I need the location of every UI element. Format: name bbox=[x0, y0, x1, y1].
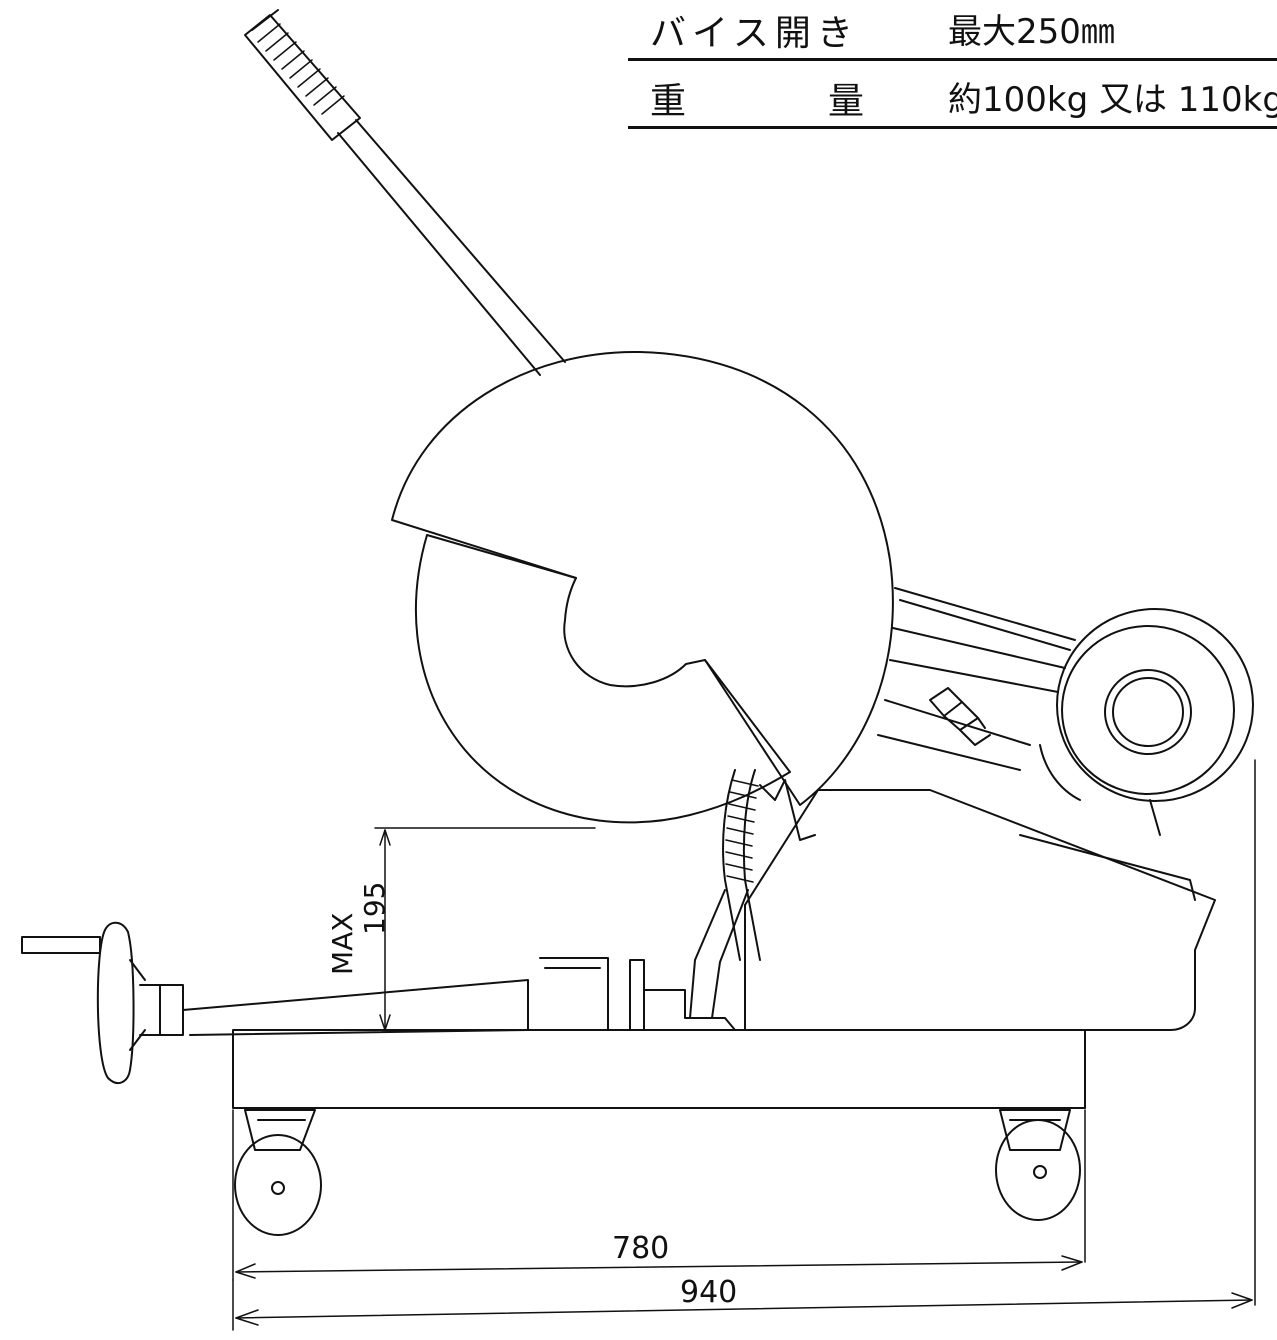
spec-row-vise-opening: バイス開き 最大250㎜ bbox=[628, 0, 1277, 58]
spec-rule-bottom bbox=[628, 126, 1277, 129]
caster-right bbox=[995, 1109, 1081, 1221]
dimension-value-overall-length: 940 bbox=[680, 1275, 737, 1310]
wheel-guard bbox=[391, 350, 894, 806]
vise bbox=[527, 957, 736, 1031]
dimension-value-wheelbase: 780 bbox=[612, 1231, 669, 1266]
cutting-wheel bbox=[414, 534, 791, 824]
vise-handwheel bbox=[21, 921, 146, 1085]
vise-screw bbox=[139, 979, 529, 1036]
coolant-hose bbox=[689, 769, 761, 1019]
spec-label-weight-a: 重 bbox=[650, 81, 693, 122]
spec-row-weight: 重 量 約100kg 又は 110kg bbox=[628, 68, 1277, 126]
machine-body bbox=[744, 779, 1216, 1031]
dimension-wheelbase bbox=[232, 1109, 1086, 1281]
spec-rule-top bbox=[628, 58, 1277, 61]
belt-cover-arm bbox=[877, 587, 1076, 771]
spec-label-weight-b: 量 bbox=[828, 81, 865, 122]
spec-table: バイス開き 最大250㎜ 重 量 約100kg 又は 110kg bbox=[628, 0, 1277, 130]
dimension-max-height bbox=[374, 827, 596, 1031]
motor-pulley bbox=[1039, 608, 1254, 836]
dimension-value-max-height: 195 bbox=[358, 882, 391, 935]
adjustment-bolt bbox=[929, 687, 991, 746]
spec-value-weight: 約100kg 又は 110kg bbox=[948, 80, 1277, 120]
spec-label-vise-opening: バイス開き bbox=[650, 13, 859, 54]
dimension-overall-length bbox=[232, 759, 1256, 1331]
spec-value-vise-opening: 最大250㎜ bbox=[948, 12, 1115, 52]
operating-handle bbox=[244, 9, 566, 376]
caster-left bbox=[234, 1109, 322, 1236]
dimension-label-max: MAX bbox=[326, 913, 359, 976]
cart-base bbox=[232, 1029, 1086, 1109]
